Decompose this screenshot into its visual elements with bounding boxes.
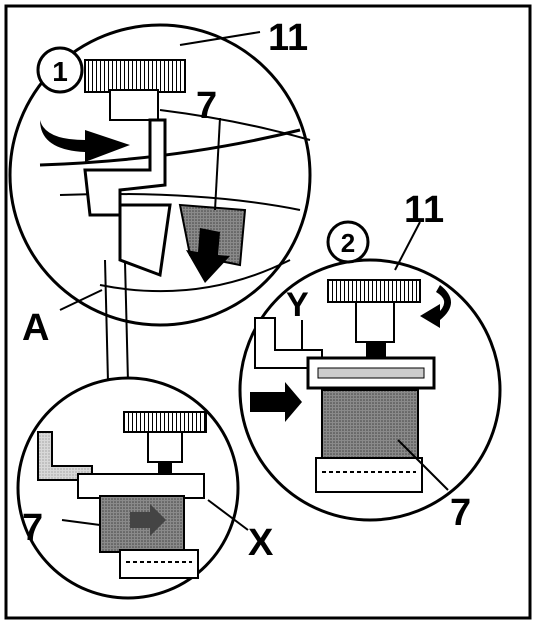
step-2-marker: 2 [326,220,370,264]
turn-arrow [420,285,451,328]
l-arm-bottom [37,431,93,481]
rotate-arrow [40,120,130,162]
ref-Y: Y [286,286,309,324]
bracket [118,203,172,278]
step-1-label: 1 [52,56,68,87]
detail-view-1 [8,23,312,327]
knurled-knob-top [84,59,186,121]
ref-X: X [248,522,274,564]
down-arrow [186,228,230,283]
slide-arrow [130,504,166,536]
module-7-right [321,389,419,459]
ref-7-top: 7 [196,85,217,127]
knurled-knob-right [327,279,421,303]
ref-7-right: 7 [450,492,471,534]
ref-11-top: 11 [268,17,308,59]
knurled-knob-bottom [123,411,207,433]
ref-7-bottom: 7 [22,507,43,549]
step-2-label: 2 [341,228,355,258]
step-1-marker: 1 [36,46,84,94]
outer-frame [4,4,532,620]
module-7-bottom [99,495,185,553]
l-arm [254,317,323,369]
ref-11-right: 11 [404,189,444,231]
clamp-arm [83,118,167,217]
detail-view-2 [238,258,502,522]
detail-view-bottom [16,376,240,600]
push-arrow [250,382,302,422]
ref-A: A [22,307,49,349]
